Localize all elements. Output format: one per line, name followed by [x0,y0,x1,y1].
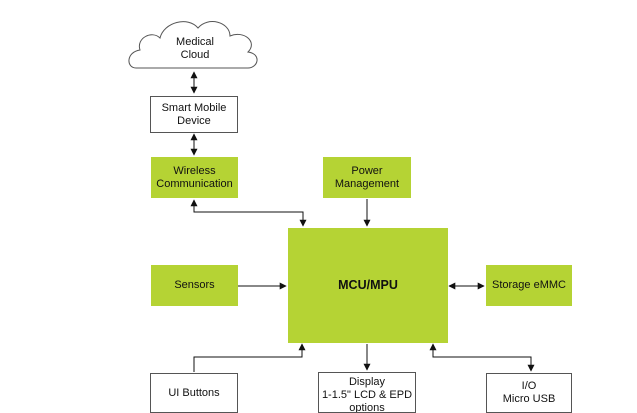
ui-buttons-label: UI Buttons [168,386,220,399]
medical-cloud-label: Medical Cloud [150,36,240,62]
power-line1: Power [351,164,383,177]
io-line2: Micro USB [502,393,556,405]
display-line2: 1-1.5" LCD & EPD [321,389,413,401]
sensors-box: Sensors [151,265,238,306]
io-line1: I/O [521,380,537,392]
smart-mobile-device-box: Smart Mobile Device [150,96,238,133]
display-line3: options [349,402,385,413]
arrow-uibuttons-mcu [193,343,306,372]
smart-mobile-line1: Smart Mobile [161,101,227,114]
power-management-box: Power Management [323,157,411,198]
wireless-communication-box: Wireless Communication [151,157,238,198]
ui-buttons-box: UI Buttons [150,373,238,413]
mcu-mpu-box: MCU/MPU [288,228,448,343]
power-line2: Management [334,177,400,190]
wireless-line1: Wireless [173,164,216,177]
storage-label: Storage eMMC [492,279,566,291]
wireless-line2: Communication [156,177,233,190]
arrow-wireless-mcu [190,199,307,227]
arrow-mcu-io [429,343,535,372]
io-box: I/O Micro USB [486,373,572,413]
storage-emmc-box: Storage eMMC [486,265,572,306]
sensors-label: Sensors [174,279,215,291]
display-line1: Display [348,376,386,388]
cloud-line1: Medical [176,36,214,48]
cloud-shape [128,21,258,69]
mcu-label: MCU/MPU [338,278,398,292]
cloud-line2: Cloud [180,49,210,61]
smart-mobile-line2: Device [177,114,211,127]
